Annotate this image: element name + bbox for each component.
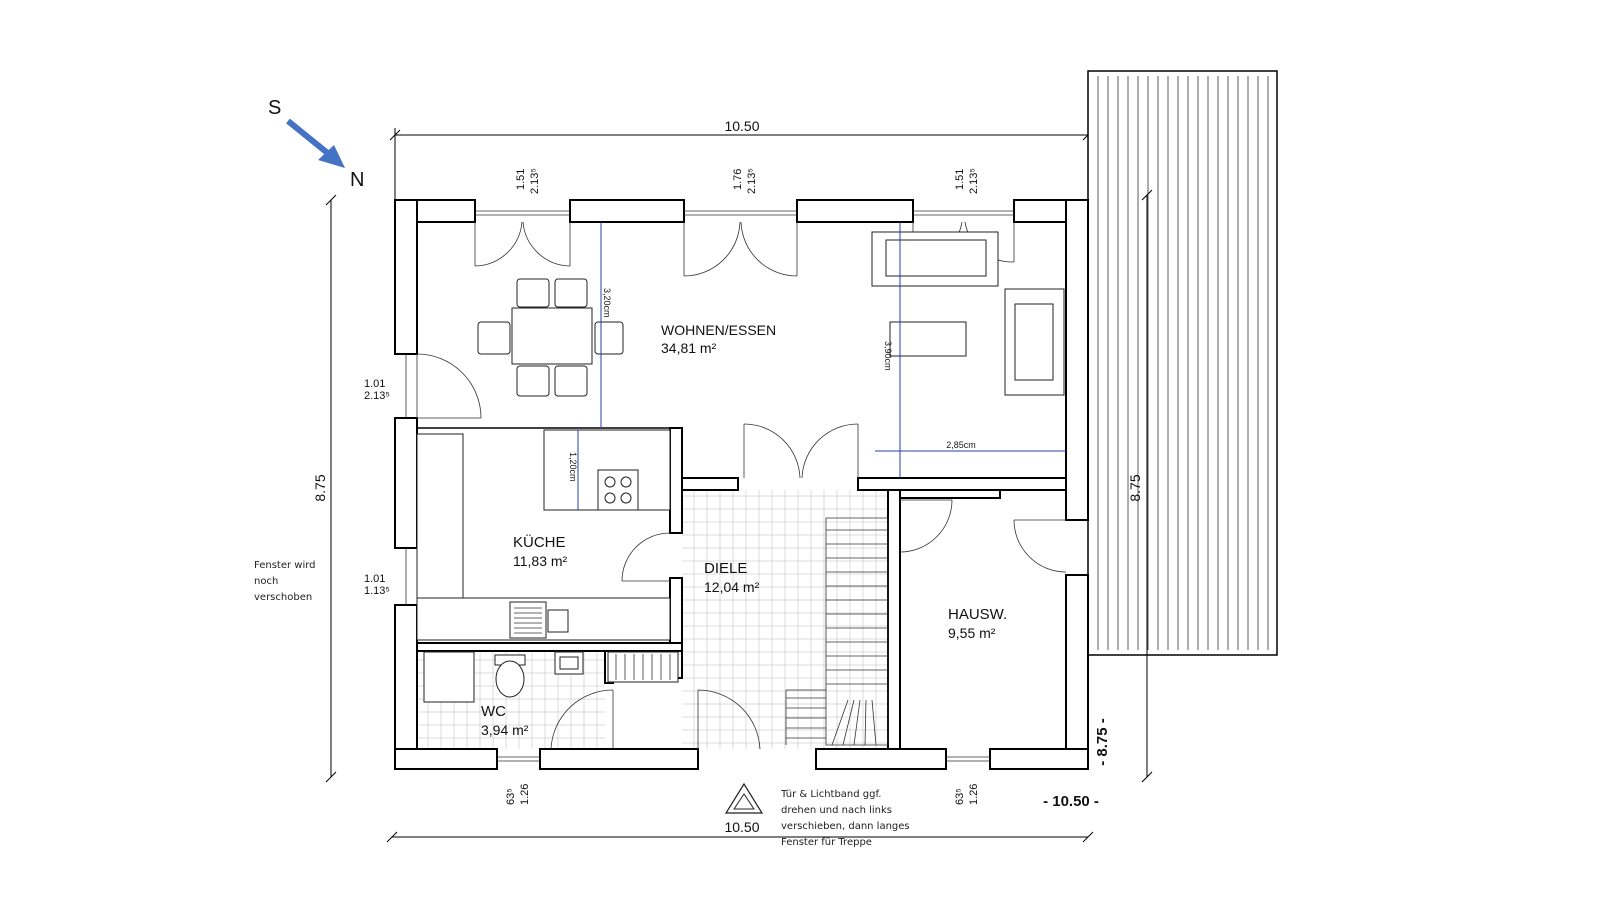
left-height-label: 8.75 [312, 474, 328, 501]
coffee-table [889, 321, 967, 357]
room-hausw-area: 9,55 m² [948, 625, 996, 641]
diele-tile-grid [682, 490, 888, 749]
room-wohnen-name: WOHNEN/ESSEN [661, 322, 776, 338]
opening-5-width: 1.01 [364, 573, 385, 585]
measure-285-label: 2,85cm [946, 440, 976, 450]
blue-measurements: 3,20cm 3,90cm 1,20cm 2,85cm [568, 222, 1066, 510]
door-note-line-3: verschieben, dann langes [781, 821, 910, 832]
door-note-line-1: Tür & Lichtband ggf. [780, 789, 881, 800]
door-note-line-2: drehen und nach links [781, 805, 892, 816]
opening-7-height: 1.26 [968, 784, 980, 805]
opening-3-width: 1.51 [954, 169, 966, 190]
room-kueche-name: KÜCHE [513, 533, 566, 551]
window-note-line-2: noch [254, 576, 278, 587]
bottom-width-label: 10.50 [724, 819, 759, 835]
compass-north-label: N [350, 169, 364, 191]
terrace-bottom-width-label: - 10.50 - [1043, 793, 1099, 810]
room-wc-name: WC [481, 703, 506, 720]
window-note-line-3: verschoben [254, 592, 312, 603]
window-note: Fenster wird noch verschoben [254, 560, 316, 603]
opening-5-height: 1.13⁵ [364, 585, 390, 597]
compass-arrow-icon [286, 118, 332, 158]
stair-outline [825, 517, 889, 746]
compass-south-label: S [268, 97, 281, 119]
measure-320-label: 3,20cm [602, 288, 612, 318]
opening-2-height: 2.13⁵ [746, 168, 758, 194]
terrace: 8.75 - 8.75 - - 10.50 - [1043, 70, 1278, 810]
door-swings [416, 221, 1067, 750]
stair-winder [871, 699, 877, 746]
opening-4-height: 2.13⁵ [364, 390, 390, 402]
terrace-bottom-height-label: - 8.75 - [1094, 718, 1111, 766]
terrace-height-label: 8.75 [1127, 474, 1143, 501]
opening-6-width: 63⁵ [505, 788, 517, 805]
opening-6-height: 1.26 [519, 784, 531, 805]
dimension-bottom: 10.50 [386, 819, 1094, 843]
opening-2-width: 1.76 [732, 169, 744, 190]
stair-winder [831, 699, 849, 746]
shower [423, 651, 475, 703]
room-diele-area: 12,04 m² [704, 579, 760, 595]
room-labels: WOHNEN/ESSEN 34,81 m² KÜCHE 11,83 m² DIE… [481, 322, 1007, 738]
walls [394, 199, 1089, 770]
toilet [495, 660, 525, 698]
room-hausw-name: HAUSW. [948, 606, 1007, 623]
measure-390-label: 3,90cm [883, 341, 893, 371]
door-note-line-4: Fenster für Treppe [781, 837, 872, 848]
dimension-left: 8.75 [312, 194, 337, 783]
stair-winder [853, 699, 861, 746]
top-width-label: 10.50 [724, 118, 759, 134]
opening-4-width: 1.01 [364, 378, 385, 390]
compass-arrowhead-icon [318, 145, 345, 168]
door-note: Tür & Lichtband ggf. drehen und nach lin… [724, 782, 910, 848]
compass: S N [268, 97, 364, 191]
warning-triangle-icon [724, 782, 764, 814]
stair-winder [864, 699, 867, 746]
room-wohnen-area: 34,81 m² [661, 340, 717, 356]
opening-3-height: 2.13⁵ [968, 168, 980, 194]
opening-1-height: 2.13⁵ [529, 168, 541, 194]
room-kueche-area: 11,83 m² [513, 553, 568, 569]
staircase [785, 517, 889, 746]
room-wc-area: 3,94 m² [481, 722, 529, 738]
window-note-line-1: Fenster wird [254, 560, 316, 571]
furniture [416, 231, 1065, 703]
opening-dimensions: 1.51 2.13⁵ 1.76 2.13⁵ 1.51 2.13⁵ 1.01 2.… [364, 168, 980, 805]
opening-1-width: 1.51 [515, 169, 527, 190]
opening-7-width: 63⁵ [954, 788, 966, 805]
dining-table [511, 307, 593, 365]
stair-winder [842, 699, 855, 746]
measure-120-label: 1,20cm [568, 452, 578, 482]
room-diele-name: DIELE [704, 560, 747, 577]
